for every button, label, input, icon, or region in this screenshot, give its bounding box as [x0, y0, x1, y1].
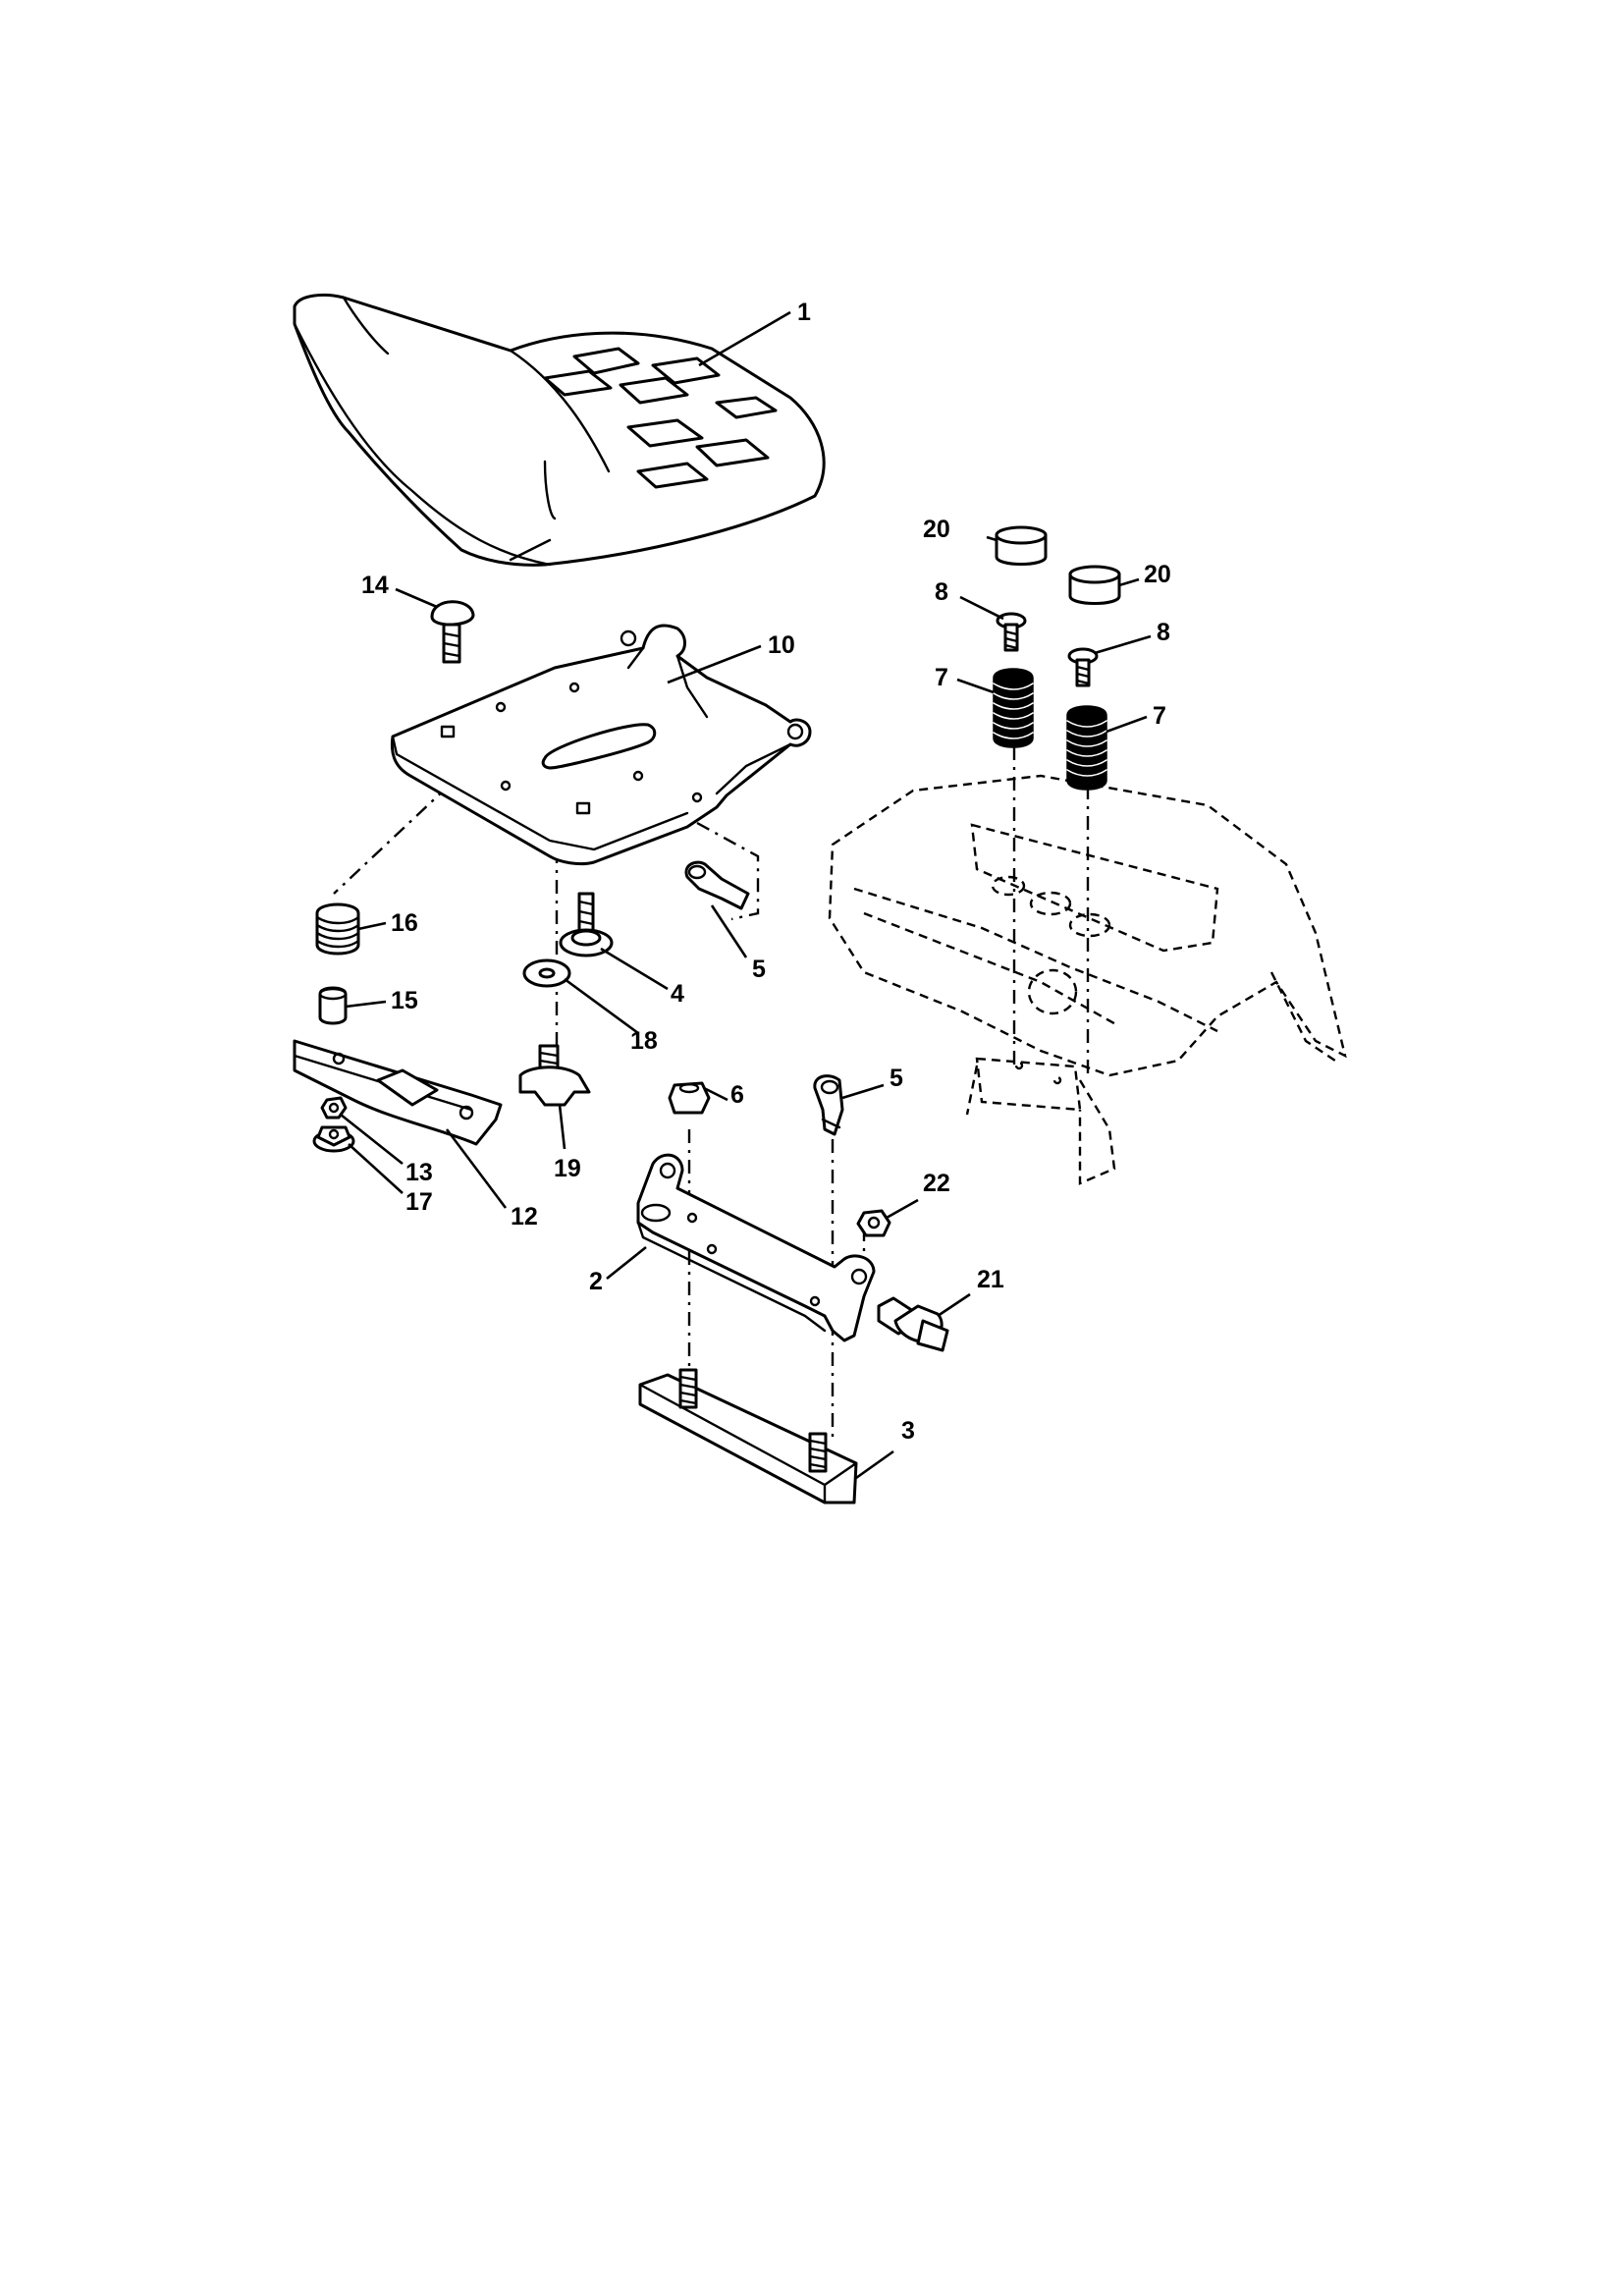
- shoulder-bolt: [559, 892, 614, 957]
- callout-7-left: 7: [935, 664, 948, 691]
- adjustment-plate: [293, 1039, 503, 1146]
- seat-spring-right: [1066, 705, 1107, 791]
- callout-1: 1: [797, 299, 811, 326]
- callout-18: 18: [630, 1027, 658, 1055]
- callout-10: 10: [768, 631, 795, 659]
- callout-5-lower: 5: [890, 1065, 903, 1092]
- seat-pan: [390, 624, 812, 866]
- seat: [293, 293, 826, 567]
- callout-8-left: 8: [935, 578, 948, 606]
- callout-3: 3: [901, 1417, 915, 1445]
- callout-4: 4: [671, 980, 684, 1008]
- callout-14: 14: [361, 572, 389, 599]
- callout-20-left: 20: [923, 516, 950, 543]
- spring-screw-right: [1067, 647, 1099, 687]
- callout-22: 22: [923, 1170, 950, 1197]
- callout-6: 6: [730, 1081, 744, 1109]
- seat-clip-lower: [813, 1074, 844, 1136]
- callout-numbers: 1 2 3 4 5 5 6 7 7 8 8 10 12 13 14 15 16 …: [361, 299, 1171, 1445]
- callout-5-upper: 5: [752, 956, 766, 983]
- stud-plate: [638, 1368, 858, 1504]
- callout-19: 19: [554, 1155, 581, 1182]
- adjustment-knob: [518, 1044, 591, 1107]
- callout-12: 12: [511, 1203, 538, 1230]
- flat-washer: [522, 958, 571, 988]
- callout-15: 15: [391, 987, 418, 1014]
- seat-bracket: [636, 1153, 876, 1342]
- callout-17: 17: [405, 1188, 433, 1216]
- hex-bolt-13: [320, 1096, 348, 1120]
- rubber-bumper-left: [995, 525, 1048, 566]
- hex-nut: [668, 1081, 711, 1115]
- fender-frame-outline: [828, 774, 1347, 1185]
- callout-20-right: 20: [1144, 561, 1171, 588]
- callout-21: 21: [977, 1266, 1004, 1293]
- rubber-bumper-right: [1068, 565, 1121, 605]
- carriage-bolt: [430, 600, 475, 664]
- seat-clip-upper: [684, 860, 750, 910]
- spacer: [318, 986, 348, 1025]
- spring-screw-left: [996, 612, 1027, 652]
- callout-2: 2: [589, 1268, 603, 1295]
- callout-16: 16: [391, 909, 418, 937]
- seat-spring-left: [993, 668, 1034, 748]
- callout-13: 13: [405, 1159, 433, 1186]
- flange-nut-17: [312, 1125, 355, 1153]
- pivot-bolt: [877, 1296, 949, 1352]
- alignment-lines: [333, 746, 1090, 1439]
- leader-lines: [340, 310, 1152, 1480]
- lock-nut: [856, 1209, 891, 1237]
- callout-8-right: 8: [1157, 619, 1170, 646]
- small-spring: [315, 902, 360, 956]
- callout-7-right: 7: [1153, 702, 1166, 730]
